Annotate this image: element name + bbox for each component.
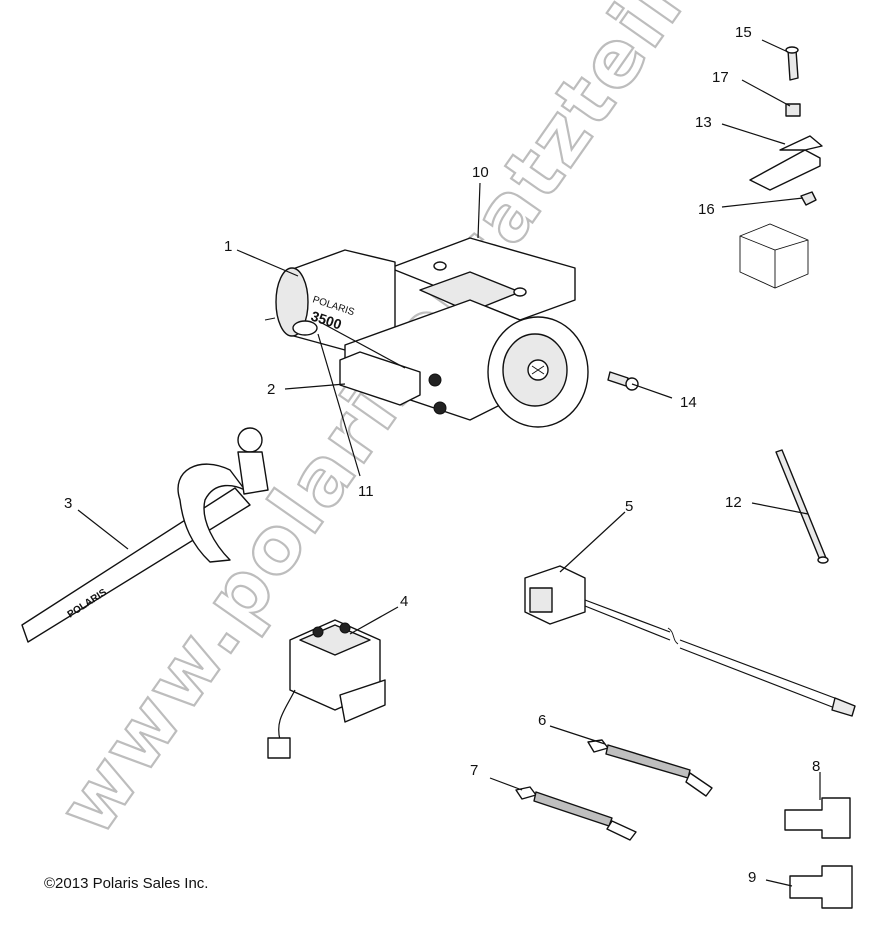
leader-1	[236, 249, 299, 277]
remote-button	[529, 587, 553, 613]
boot-8	[784, 797, 851, 839]
cable-7-lug	[606, 820, 637, 841]
remote-control	[524, 565, 856, 717]
leader-10	[477, 182, 481, 239]
cable-6	[587, 739, 713, 797]
hook-clevis	[237, 427, 263, 453]
leader-4	[349, 606, 399, 635]
terminal-boot-9	[789, 865, 853, 909]
bolt-15	[787, 49, 799, 81]
leader-16	[721, 197, 804, 208]
rod-end	[817, 556, 829, 564]
callout-1: 1	[224, 238, 232, 255]
leader-2	[284, 383, 346, 390]
screw-14-shank	[607, 371, 629, 387]
leader-3	[77, 509, 129, 550]
callout-7: 7	[470, 762, 478, 779]
winch-cable	[319, 321, 406, 369]
callout-11: 11	[358, 483, 374, 500]
contactor-post	[312, 626, 324, 638]
callout-14: 14	[680, 394, 697, 411]
leader-9	[765, 879, 793, 887]
clevis-body	[237, 451, 269, 495]
remote-wire	[679, 639, 841, 701]
callout-6: 6	[538, 712, 546, 729]
motor-terminal	[264, 317, 276, 321]
leader-15	[761, 39, 789, 53]
callout-2: 2	[267, 381, 275, 398]
contactor-mount	[339, 679, 386, 723]
contactor-lead	[278, 689, 296, 741]
callout-4: 4	[400, 593, 408, 610]
contactor-post	[339, 622, 351, 634]
callout-9: 9	[748, 869, 756, 886]
leader-14	[631, 383, 673, 399]
contactor	[267, 619, 386, 759]
callout-10: 10	[472, 164, 489, 181]
hook-strap: POLARIS	[21, 427, 269, 643]
callout-5: 5	[625, 498, 633, 515]
bracket-set	[739, 46, 823, 289]
leader-17	[741, 79, 791, 107]
leader-7	[489, 777, 523, 791]
contactor-plug	[267, 737, 291, 759]
remote-wire	[679, 647, 841, 711]
roller-bolt	[428, 373, 442, 387]
callout-12: 12	[725, 494, 742, 511]
callout-8: 8	[812, 758, 820, 775]
callout-labels: 1 2 3 4 5 6 7 8 9 10 11 12 13 14 15 16 1…	[64, 24, 820, 886]
leader-13	[721, 123, 786, 145]
remote-wire	[584, 599, 671, 633]
roller-bolt	[433, 401, 447, 415]
reference-box	[739, 223, 809, 289]
boot-9	[789, 865, 853, 909]
hook	[177, 463, 246, 563]
wire-break	[667, 627, 679, 645]
callout-17: 17	[712, 69, 729, 86]
callout-15: 15	[735, 24, 752, 41]
winch-assembly: POLARIS 3500	[264, 237, 589, 428]
leader-11	[317, 333, 361, 477]
cable-6-lug	[685, 772, 713, 797]
leader-6	[549, 725, 606, 745]
bracket-13-tab	[779, 135, 823, 151]
cable-7-sleeve	[533, 791, 613, 827]
callout-16: 16	[698, 201, 715, 218]
bracket-13	[749, 149, 821, 191]
leader-lines	[77, 39, 821, 887]
rod-body	[775, 449, 827, 561]
screw-14	[607, 371, 639, 391]
bolt-15-head	[785, 46, 799, 54]
cable-7	[515, 786, 637, 841]
leader-5	[559, 511, 626, 573]
remote-wire	[584, 605, 671, 641]
copyright-text: ©2013 Polaris Sales Inc.	[44, 875, 208, 892]
remote-connector	[831, 697, 856, 717]
cable-loop	[292, 320, 318, 336]
leader-12	[751, 502, 809, 515]
callout-3: 3	[64, 495, 72, 512]
reference-box-edges	[739, 235, 809, 288]
callout-13: 13	[695, 114, 712, 131]
plate-bolt	[433, 261, 447, 271]
rod	[775, 449, 829, 564]
plate-bolt	[513, 287, 527, 297]
terminal-boot-8	[784, 797, 851, 839]
cable-6-sleeve	[605, 744, 691, 779]
nut-16	[800, 191, 817, 206]
spacer-17	[785, 103, 801, 117]
clutch-cross	[531, 365, 545, 375]
motor-endcap	[275, 267, 309, 337]
